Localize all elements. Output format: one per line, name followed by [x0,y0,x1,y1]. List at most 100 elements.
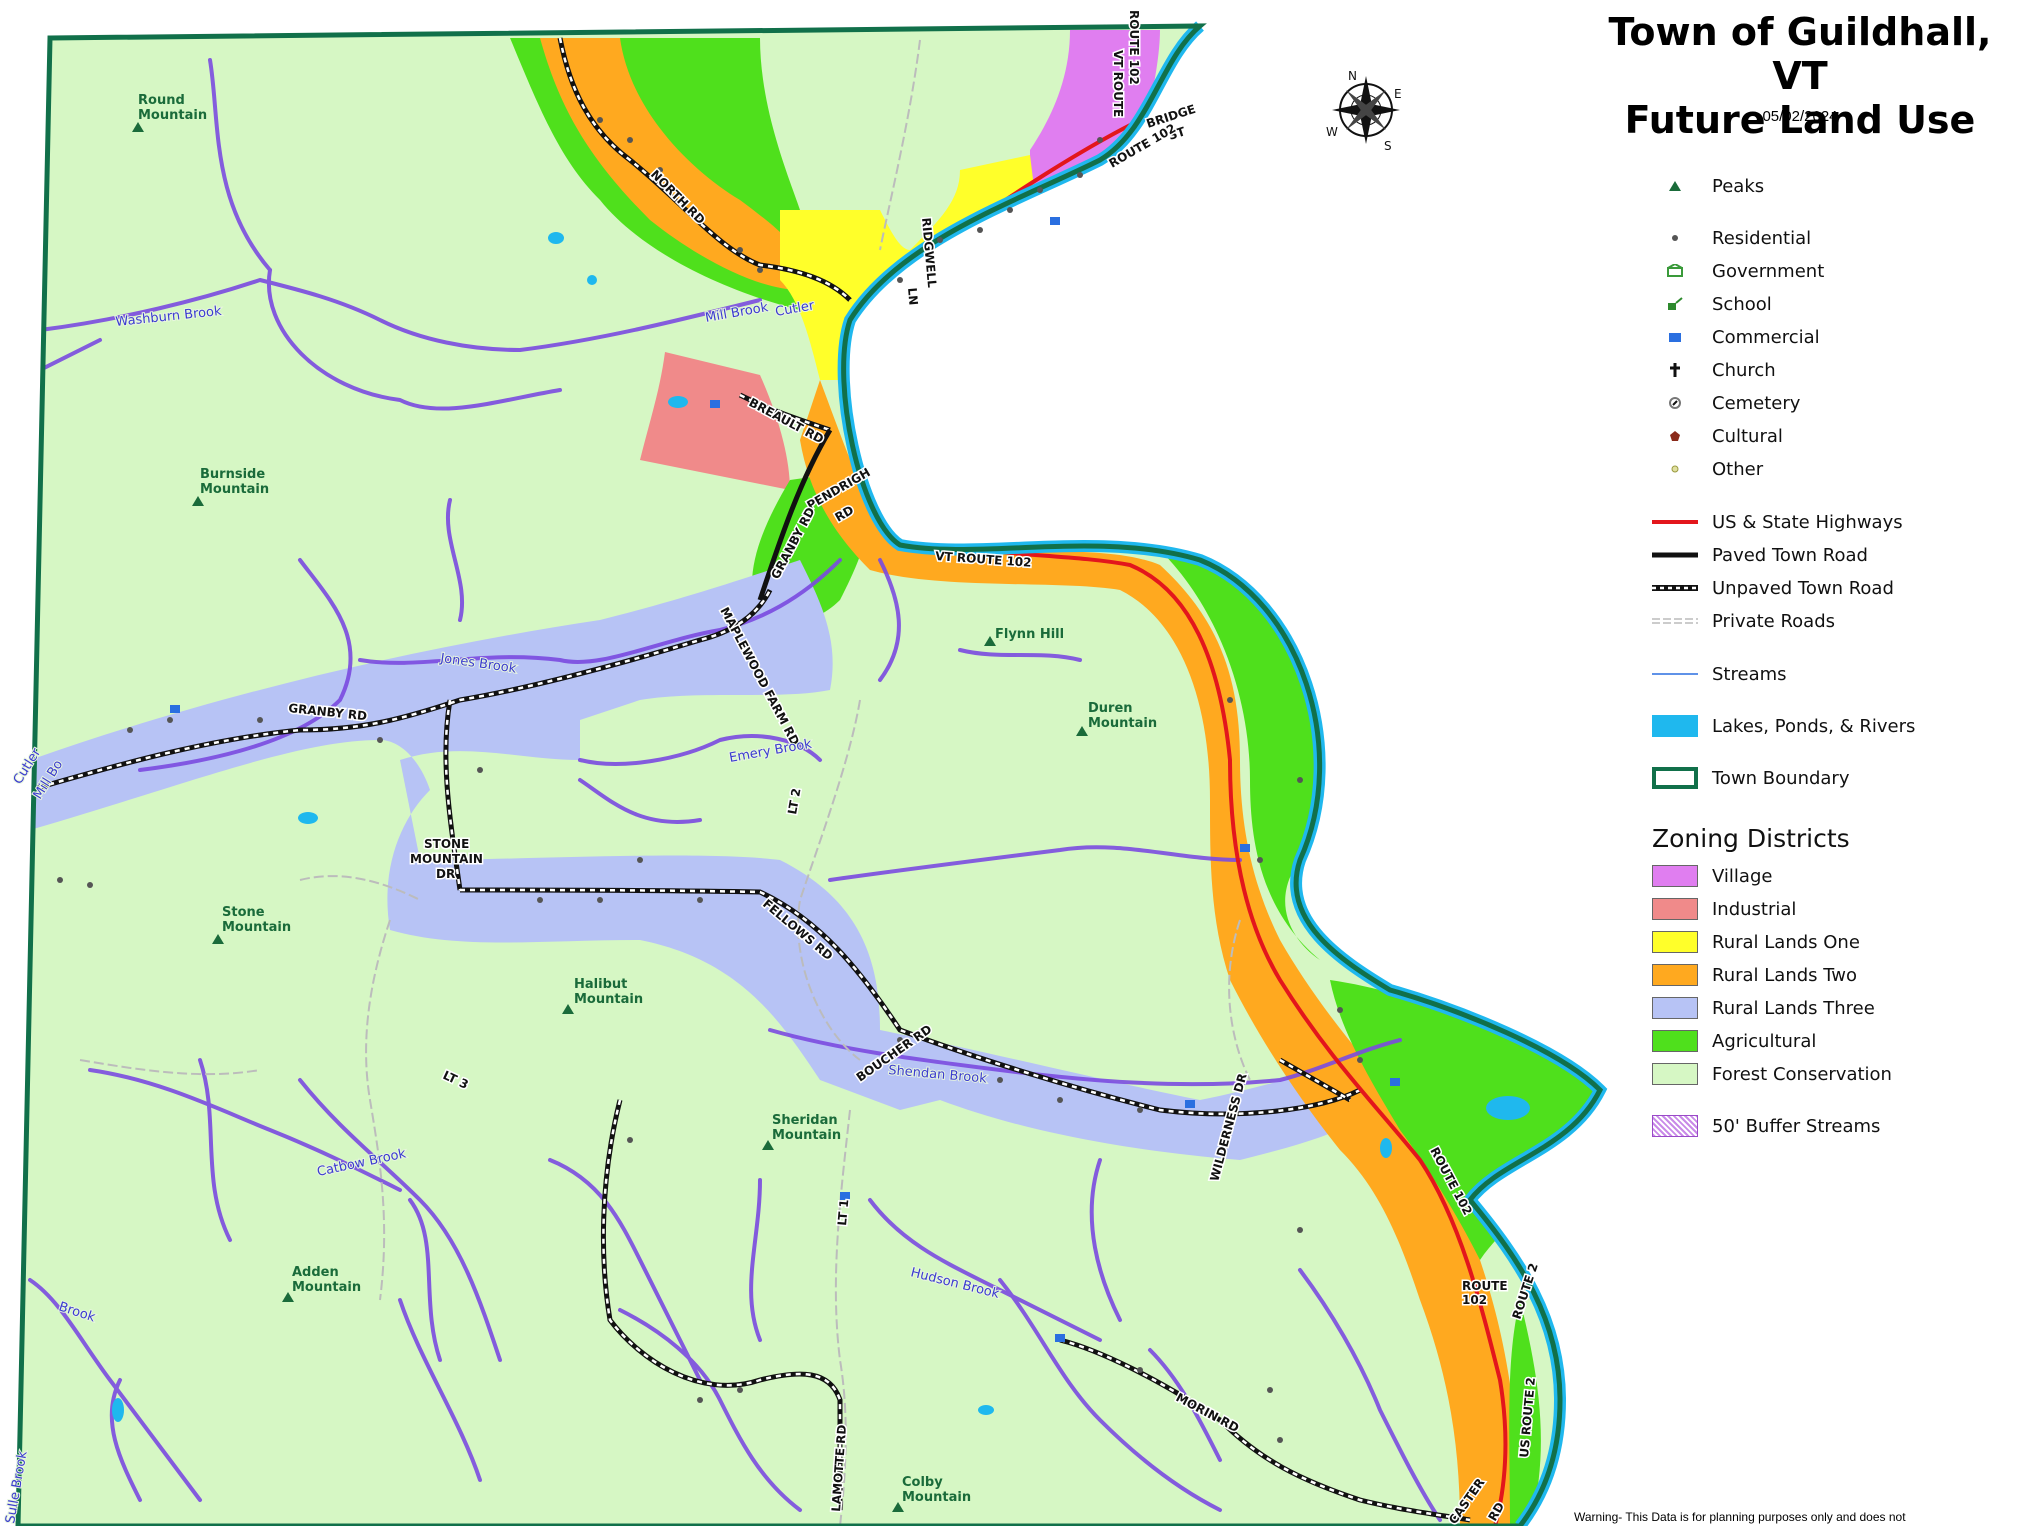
legend-label: Cultural [1712,425,1783,447]
compass-w: W [1326,125,1338,139]
legend-item-streams: Streams [1652,660,1787,688]
compass-s: S [1384,139,1392,153]
legend-label: Industrial [1712,898,1797,920]
stream-line-icon [1652,673,1698,675]
legend-label: Church [1712,359,1776,381]
legend-item-commercial: Commercial [1652,323,1820,351]
compass-n: N [1348,69,1357,83]
unpaved-roads-layer [29,37,1471,1523]
legend-label: Paved Town Road [1712,544,1868,566]
legend-label: 50' Buffer Streams [1712,1115,1881,1137]
road-label-stone-mtn-2: MOUNTAIN [410,852,483,866]
legend-label: Rural Lands Three [1712,997,1875,1019]
commercial-points [170,217,1400,1342]
legend-label: Lakes, Ponds, & Rivers [1712,715,1916,737]
cemetery-icon [1669,397,1681,409]
legend-item-cemetery: Cemetery [1652,389,1800,417]
road-label-route102-top: ROUTE 102 [1127,10,1141,85]
legend-item-agricultural: Agricultural [1652,1027,1816,1055]
government-icon [1667,264,1683,277]
agricultural-zone-east [1160,550,1323,960]
legend-label: Unpaved Town Road [1712,577,1894,599]
map-title: Town of Guildhall, VT Future Land Use [1580,10,2020,142]
legend-label: Other [1712,458,1764,480]
legend-item-industrial: Industrial [1652,895,1796,923]
rural-three-swatch [1652,997,1698,1019]
commercial-icon [1669,333,1681,342]
legend-item-village: Village [1652,862,1772,890]
peak-markers [132,122,1088,1512]
other-icon [1671,465,1679,473]
legend-item-rural-one: Rural Lands One [1652,928,1860,956]
legend-label: Rural Lands One [1712,931,1860,953]
road-label-ln: LN [905,287,920,306]
road-label-stone-mtn-3: DR [436,867,455,881]
forest-swatch [1652,1063,1698,1085]
legend-item-buffer: 50' Buffer Streams [1652,1112,1880,1140]
zoning-districts-title: Zoning Districts [1652,824,1850,853]
rural-three-zone [30,560,1381,1160]
road-label-route-s2: ROUTE [1462,1279,1508,1293]
legend-label: Peaks [1712,175,1765,197]
legend-label: Village [1712,865,1773,887]
streams-layer [28,58,1442,1522]
paved-road-line-icon [1652,552,1698,558]
rural-one-swatch [1652,931,1698,953]
legend-label: Rural Lands Two [1712,964,1858,986]
legend-item-government: Government [1652,257,1824,285]
legend-item-unpaved: Unpaved Town Road [1652,574,1894,602]
legend-item-highways: US & State Highways [1652,508,1903,536]
road-label-lt2: LT 2 [785,787,803,815]
legend-label: Residential [1712,227,1812,249]
rural-two-zone-east [800,380,1520,1526]
legend-label: Commercial [1712,326,1820,348]
town-boundary [15,23,1604,1526]
village-zone [1030,30,1160,200]
legend-item-other: Other [1652,455,1763,483]
legend-label: School [1712,293,1772,315]
legend-label: Forest Conservation [1712,1063,1892,1085]
map-date: 05/02/2024 [1762,108,1838,125]
legend-item-boundary: Town Boundary [1652,764,1850,792]
map-title-line2: Future Land Use [1624,98,1976,142]
lakes-swatch [1652,715,1698,737]
legend-item-cultural: Cultural [1652,422,1783,450]
church-icon [1670,363,1680,377]
compass-rose: N E S W [1326,69,1402,153]
residential-points [57,117,1363,1443]
agricultural-zone-south [1509,1300,1541,1526]
private-roads-layer [79,39,1251,1526]
road-label-lt1: LT 1 [835,1199,851,1226]
legend-item-forest: Forest Conservation [1652,1060,1892,1088]
legend-item-peaks: Peaks [1652,172,1764,200]
legend-item-rural-two: Rural Lands Two [1652,961,1857,989]
legend-item-paved: Paved Town Road [1652,541,1868,569]
paved-road-granby [757,428,833,601]
road-label-route-s3: 102 [1462,1293,1487,1307]
legend-item-rural-three: Rural Lands Three [1652,994,1875,1022]
legend-label: Town Boundary [1712,767,1850,789]
legend-label: Cemetery [1712,392,1801,414]
boundary-swatch [1652,767,1698,789]
legend-item-private: Private Roads [1652,607,1835,635]
legend-item-residential: Residential [1652,224,1811,252]
residential-dot-icon [1672,235,1678,241]
highway-line-icon [1652,520,1698,524]
peak-label-flynn: Flynn Hill [995,627,1064,642]
unpaved-road-line-icon [1652,585,1698,591]
compass-e: E [1394,87,1402,101]
agricultural-swatch [1652,1030,1698,1052]
school-icon [1668,297,1683,310]
village-swatch [1652,865,1698,887]
road-label-stone-mtn-1: STONE [424,837,469,851]
rural-two-swatch [1652,964,1698,986]
legend-label: Agricultural [1712,1030,1817,1052]
